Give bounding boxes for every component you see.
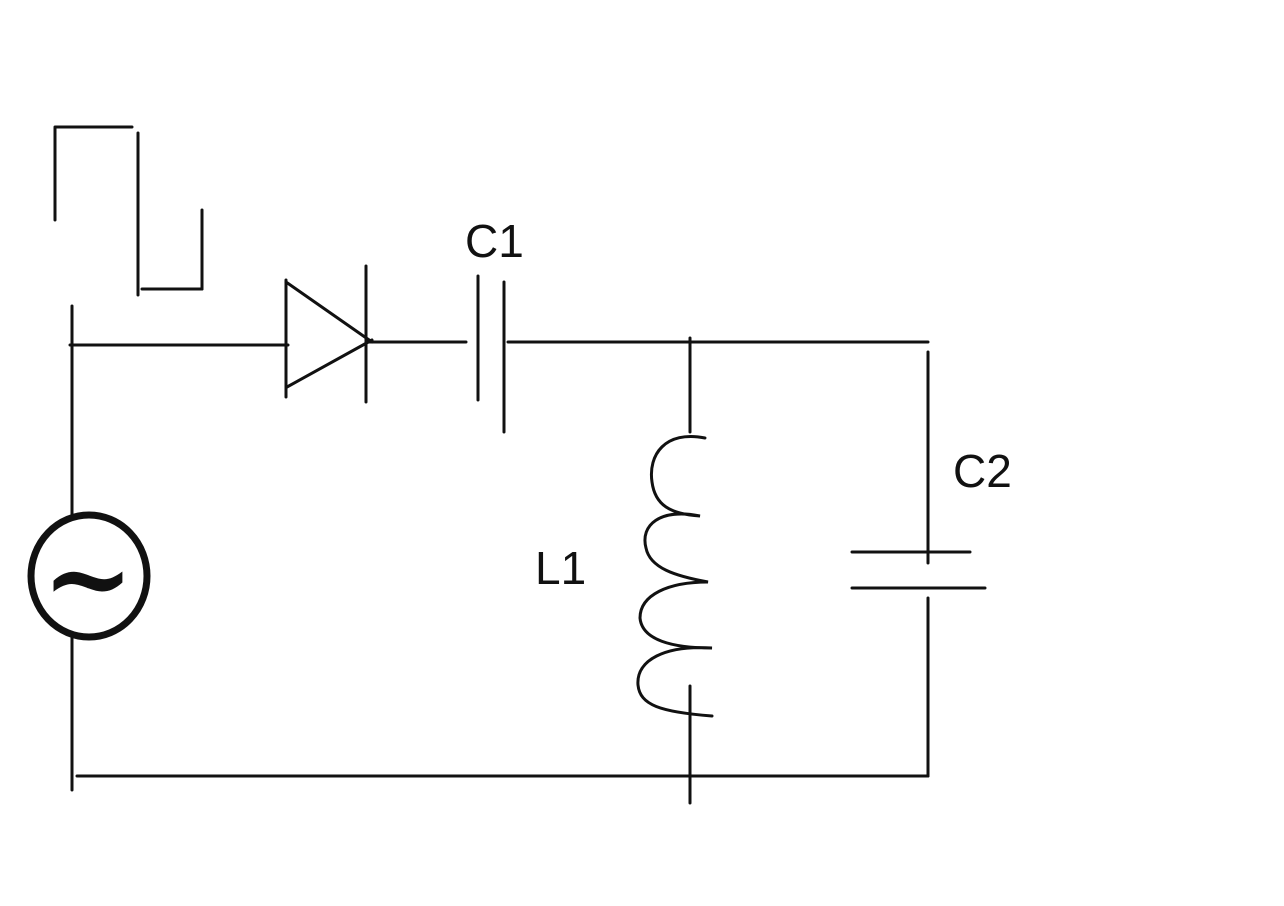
l1-label: L1 (535, 542, 586, 594)
c2-label: C2 (953, 445, 1012, 497)
ac-source: ~ (27, 511, 151, 642)
capacitor-c2 (850, 350, 987, 778)
capacitor-c1 (476, 274, 506, 434)
inductor-l1 (636, 336, 714, 805)
square-wave-sketch (53, 125, 204, 297)
c1-label: C1 (465, 215, 524, 267)
diode (284, 264, 374, 404)
ac-source-symbol: ~ (42, 513, 134, 642)
